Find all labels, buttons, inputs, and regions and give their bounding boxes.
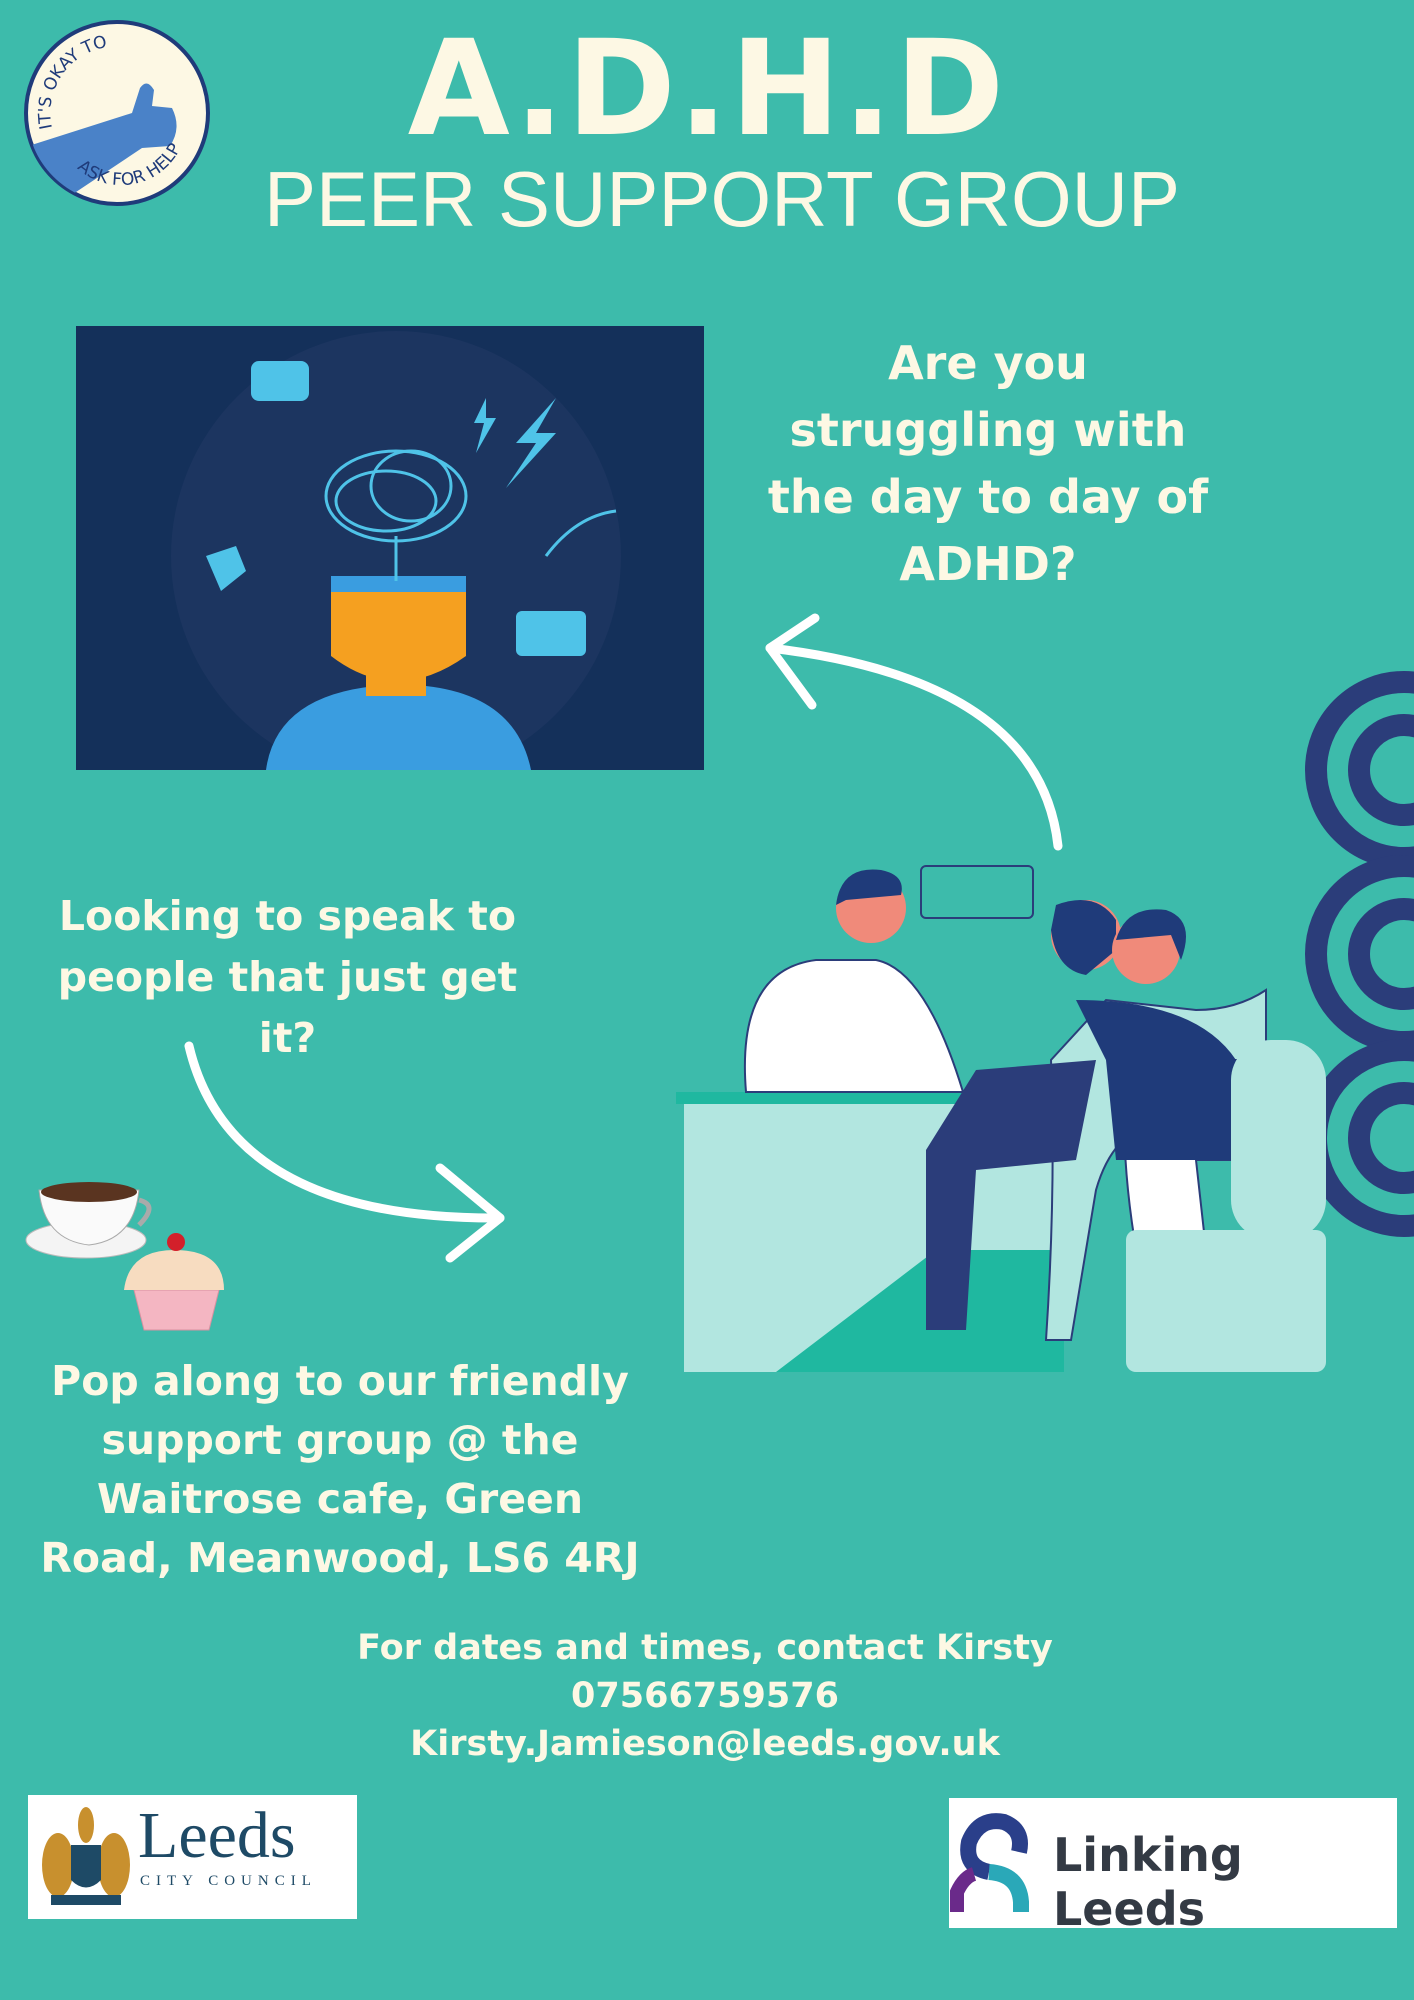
arrow-up-icon: [765, 643, 1063, 851]
speak-question: Looking to speak to people that just get…: [20, 886, 555, 1069]
venue-line: Road, Meanwood, LS6 4RJ: [40, 1534, 640, 1582]
contact-email[interactable]: Kirsty.Jamieson@leeds.gov.uk: [410, 1724, 1000, 1764]
question-line: people that just get: [57, 953, 518, 1001]
venue-line: Pop along to our friendly: [51, 1357, 629, 1405]
contact-phone[interactable]: 07566759576: [571, 1676, 839, 1716]
linking-leeds-mark-icon: [950, 1813, 1029, 1912]
decorative-circles: [1305, 671, 1414, 1237]
contact-info: For dates and times, contact Kirsty 0756…: [280, 1624, 1130, 1768]
page-subtitle: PEER SUPPORT GROUP: [263, 155, 1180, 243]
question-line: struggling with: [789, 403, 1187, 457]
question-line: the day to day of: [767, 470, 1209, 524]
coffee-cupcake-icon: [25, 1182, 224, 1331]
struggling-question: Are you struggling with the day to day o…: [728, 330, 1248, 598]
venue-line: Waitrose cafe, Green: [96, 1475, 584, 1523]
thumbs-up-icon: IT'S OKAY TO ASK FOR HELP: [24, 20, 210, 206]
adhd-illustration: [76, 326, 704, 770]
linking-leeds-logo: Linking Leeds: [949, 1798, 1397, 1936]
leeds-city-council-logo: Leeds CITY COUNCIL: [28, 1795, 357, 1919]
question-line: Looking to speak to: [58, 892, 517, 940]
arrow-down-icon: [184, 1041, 505, 1223]
question-line: Are you: [888, 336, 1088, 390]
venue-info: Pop along to our friendly support group …: [20, 1352, 660, 1588]
page-title: A.D.H.D: [407, 12, 1007, 166]
question-line: it?: [258, 1014, 317, 1062]
leeds-logo-sub: CITY COUNCIL: [140, 1873, 317, 1889]
question-line: ADHD?: [899, 537, 1077, 591]
venue-line: support group @ the: [101, 1416, 579, 1464]
leeds-logo-name: Leeds: [138, 1799, 296, 1872]
coat-of-arms-icon: [42, 1807, 130, 1905]
linking-leeds-name: Linking Leeds: [1053, 1828, 1243, 1936]
okay-to-ask-badge: IT'S OKAY TO ASK FOR HELP: [22, 18, 212, 208]
peer-group-illustration: [676, 865, 1326, 1372]
contact-intro: For dates and times, contact Kirsty: [357, 1628, 1053, 1668]
